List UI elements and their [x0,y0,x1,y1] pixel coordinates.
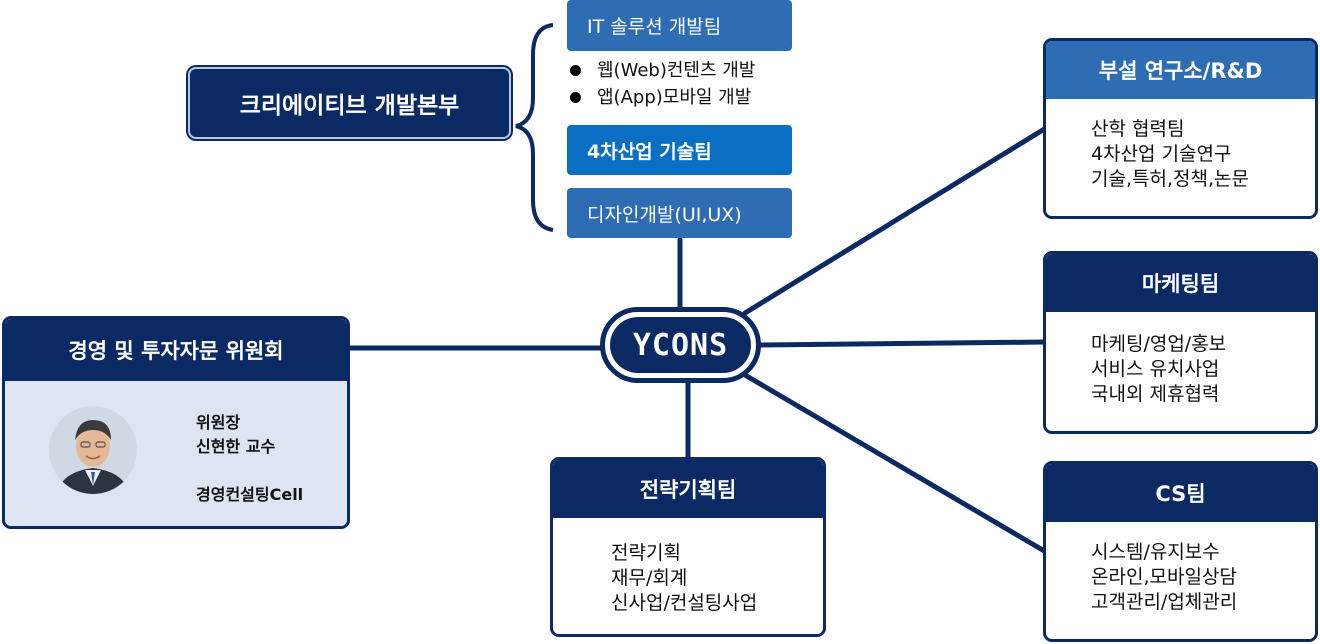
list-item: 기술,특허,정책,논문 [1091,168,1249,190]
it-sub-item-label: 웹(Web)컨텐츠 개발 [597,60,756,81]
advisory-cell: 경영컨설팅Cell [196,485,304,504]
list-item: 시스템/유지보수 [1091,541,1220,563]
connector-cs [742,372,1049,555]
strategy-title: 전략기획팀 [553,460,823,518]
cs-card: CS팀 시스템/유지보수 온라인,모바일상담 고객관리/업체관리 [1043,461,1318,642]
list-item: 서비스 유치사업 [1091,358,1220,380]
cs-title-text: CS팀 [1155,482,1206,506]
list-item: 산학 협력팀 [1091,118,1185,140]
it-sub-item-label: 앱(App)모바일 개발 [597,87,752,108]
list-item: 재무/회계 [611,567,688,589]
list-item: 온라인,모바일상담 [1091,566,1237,588]
it-sub-item: 앱(App)모바일 개발 [570,84,755,111]
research-card: 부설 연구소/R&D 산학 협력팀 4차산업 기술연구 기술,특허,정책,논문 [1043,38,1318,219]
advisory-details: 위원장 신현한 교수 경영컨설팅Cell [196,411,303,507]
cs-items: 시스템/유지보수 온라인,모바일상담 고객관리/업체관리 [1046,522,1315,615]
marketing-items: 마케팅/영업/홍보 서비스 유치사업 국내외 제휴협력 [1046,312,1315,407]
marketing-title: 마케팅팀 [1046,254,1315,312]
person-icon [49,406,137,494]
ycons-logo-text: YCONS [610,317,751,373]
cs-title: CS팀 [1046,464,1315,522]
team-4th-industry-label: 4차산업 기술팀 [587,140,712,163]
creative-hq-title: 크리에이티브 개발본부 [188,67,511,139]
it-sub-list: 웹(Web)컨텐츠 개발 앱(App)모바일 개발 [570,57,755,111]
research-title: 부설 연구소/R&D [1046,41,1315,99]
advisory-title-text: 경영 및 투자자문 위원회 [68,339,284,363]
research-title-text: 부설 연구소/R&D [1098,59,1263,83]
team-design-label: 디자인개발(UI,UX) [587,203,742,226]
connector-research [742,125,1049,316]
team-it-solution-label: IT 솔루션 개발팀 [587,16,722,38]
research-items: 산학 협력팀 4차산업 기술연구 기술,특허,정책,논문 [1046,99,1315,192]
strategy-card: 전략기획팀 전략기획 재무/회계 신사업/컨설팅사업 [550,457,826,637]
chair-role: 위원장 [196,413,241,432]
list-item: 국내외 제휴협력 [1091,383,1220,405]
team-design: 디자인개발(UI,UX) [567,188,792,238]
list-item: 4차산업 기술연구 [1091,143,1232,165]
list-item: 고객관리/업체관리 [1091,591,1238,613]
connector-marketing [758,339,1049,348]
creative-hq-title-text: 크리에이티브 개발본부 [239,93,460,119]
marketing-card: 마케팅팀 마케팅/영업/홍보 서비스 유치사업 국내외 제휴협력 [1043,251,1318,434]
team-bracket [515,23,554,232]
list-item: 신사업/컨설팅사업 [611,592,758,614]
team-4th-industry: 4차산업 기술팀 [567,125,792,175]
marketing-title-text: 마케팅팀 [1141,272,1220,296]
list-item: 전략기획 [611,542,681,564]
strategy-items: 전략기획 재무/회계 신사업/컨설팅사업 [553,518,823,616]
strategy-title-text: 전략기획팀 [639,478,737,502]
list-item: 마케팅/영업/홍보 [1091,333,1227,355]
ycons-logo: YCONS [600,307,761,383]
it-sub-item: 웹(Web)컨텐츠 개발 [570,57,755,84]
advisory-card: 경영 및 투자자문 위원회 [2,316,350,529]
bullet-dot [570,65,581,76]
chair-name: 신현한 교수 [196,437,276,456]
team-it-solution: IT 솔루션 개발팀 [567,0,792,51]
advisory-title: 경영 및 투자자문 위원회 [5,319,347,381]
chair-avatar [49,406,137,494]
bullet-dot [570,92,581,103]
